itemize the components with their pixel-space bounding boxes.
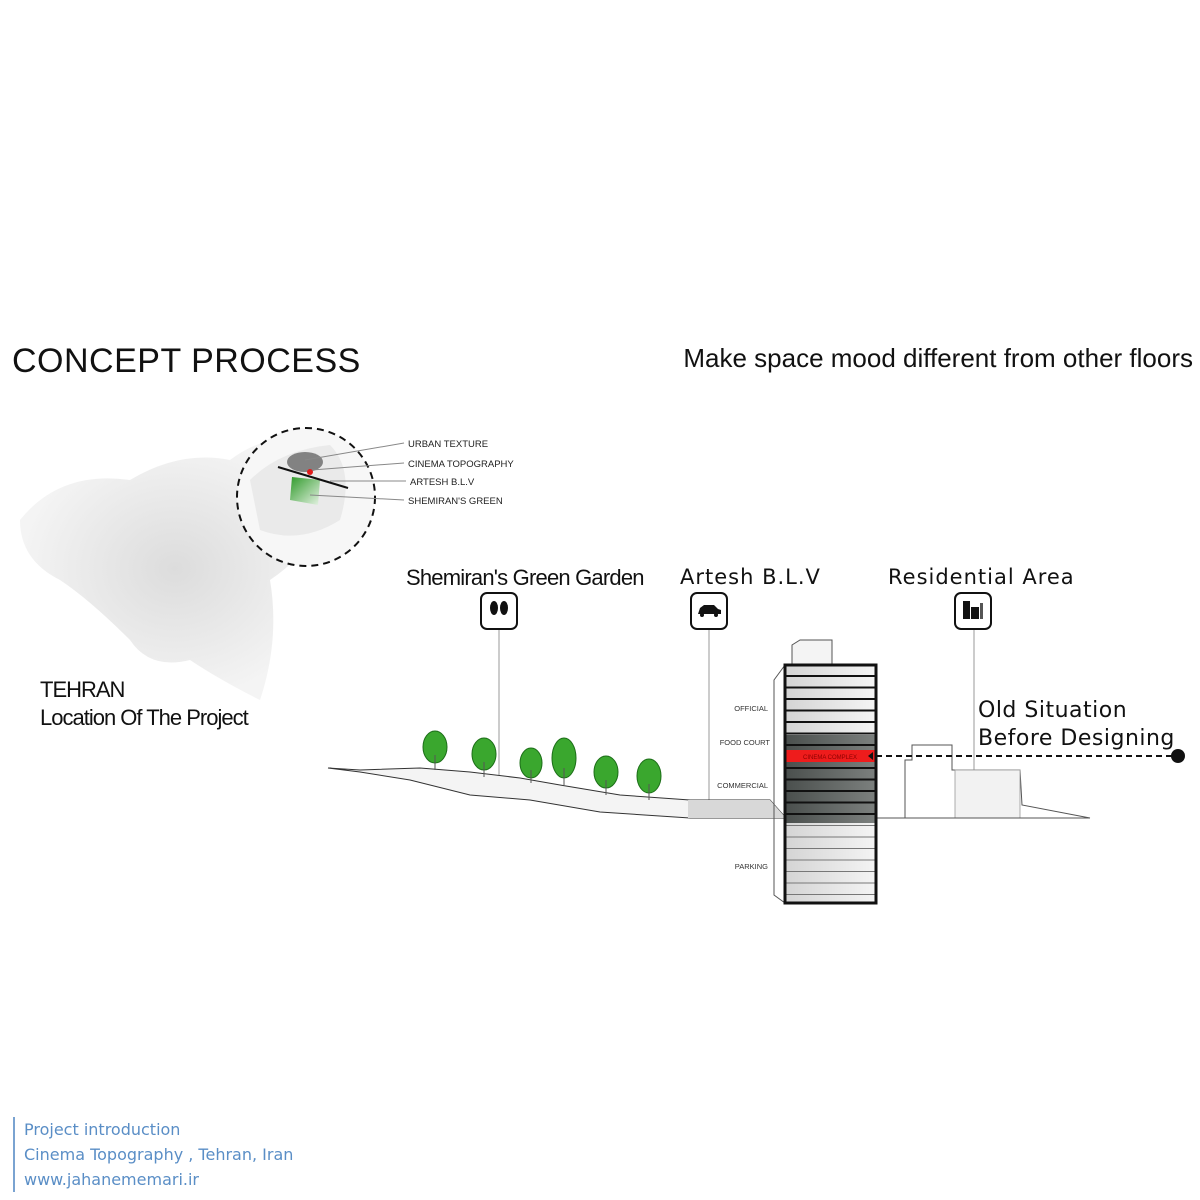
- endpoint-dot: [1171, 749, 1185, 763]
- footer-credits: Project introduction Cinema Topography ,…: [13, 1117, 293, 1192]
- map-label-urban-texture: URBAN TEXTURE: [408, 439, 488, 450]
- page-title: CONCEPT PROCESS: [12, 342, 361, 380]
- city-name: TEHRAN: [40, 677, 125, 702]
- green-area: [290, 477, 320, 505]
- map-label-shemiran-green: SHEMIRAN'S GREEN: [408, 496, 503, 507]
- category-label-residential: Residential Area: [888, 565, 1075, 589]
- old-situation-note: Old Situation Before Designing: [978, 697, 1175, 753]
- category-label-artesh: Artesh B.L.V: [680, 565, 821, 589]
- old-situation-line: Old Situation: [978, 698, 1128, 723]
- trees-icon: [480, 592, 518, 630]
- floor-label-cinema: CINEMA COMPLEX: [803, 755, 857, 761]
- tower-section: CINEMA COMPLEX: [773, 639, 878, 905]
- floor-label-commercial: COMMERCIAL: [717, 781, 768, 790]
- before-designing-line: Before Designing: [978, 726, 1175, 751]
- location-caption: Location Of The Project: [40, 705, 249, 730]
- map-label-cinema-topography: CINEMA TOPOGRAPHY: [408, 459, 514, 470]
- floor-label-parking: PARKING: [735, 862, 768, 871]
- floor-label-official: OFFICIAL: [734, 704, 768, 713]
- footer-line-project: Cinema Topography , Tehran, Iran: [24, 1145, 294, 1164]
- footer-website-link[interactable]: www.jahanememari.ir: [24, 1170, 200, 1189]
- floor-label-food-court: FOOD COURT: [720, 738, 771, 747]
- map-caption: TEHRAN Location Of The Project: [40, 676, 249, 732]
- car-icon: [690, 592, 728, 630]
- subtitle: Make space mood different from other flo…: [683, 343, 1193, 373]
- map-label-artesh: ARTESH B.L.V: [410, 477, 475, 488]
- footer-line-intro: Project introduction: [24, 1120, 181, 1139]
- category-label-green-garden: Shemiran's Green Garden: [406, 565, 645, 590]
- buildings-icon: [954, 592, 992, 630]
- tree-row: [422, 730, 662, 794]
